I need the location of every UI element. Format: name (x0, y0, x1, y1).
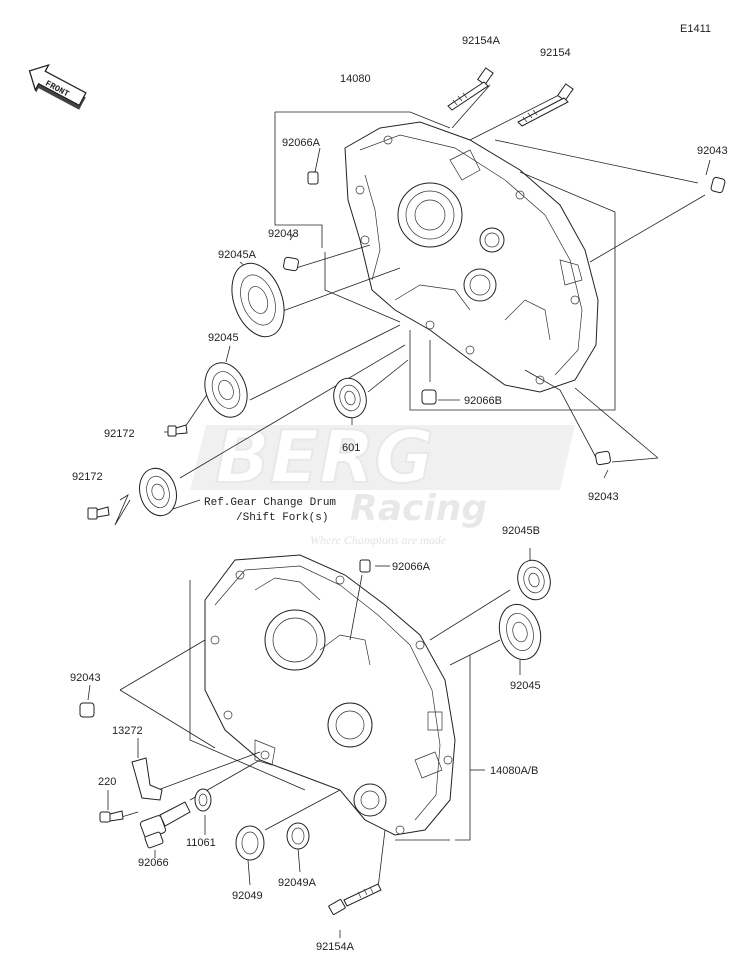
seal-92049A-icon (286, 822, 310, 850)
leader-lines (87, 84, 711, 938)
watermark-tagline: Where Champions are made (310, 533, 447, 547)
label-92049: 92049 (232, 890, 263, 902)
label-11061: 11061 (186, 837, 216, 849)
dowel-92066A-lower-icon (359, 559, 371, 573)
bearing-92045B-icon (517, 559, 551, 601)
bracket-13272-icon (131, 757, 163, 801)
label-92172-a: 92172 (104, 428, 135, 440)
dowel-92043-lower-left-icon (79, 702, 95, 718)
washer-11061-icon (194, 788, 212, 812)
bolt-92154A-bottom-icon (328, 883, 382, 915)
label-13272: 13272 (112, 725, 143, 737)
reference-note-line1: Ref.Gear Change Drum (204, 497, 336, 509)
label-92066: 92066 (138, 857, 169, 869)
watermark: BERG Racing Where Champions are made (190, 414, 575, 547)
label-92154-top: 92154 (540, 47, 571, 59)
label-14080AB: 14080A/B (490, 765, 538, 777)
bearing-92045-left-icon (204, 362, 248, 418)
bearing-92045-right-icon (498, 603, 542, 661)
dowel-92043-upper-right-icon (710, 176, 726, 194)
bearing-601-icon (333, 377, 367, 419)
upper-crankcase-14080 (344, 121, 599, 393)
dowel-92066A-top-icon (307, 171, 319, 185)
label-92154A-top: 92154A (462, 35, 501, 47)
plug-92066-icon (139, 801, 191, 849)
watermark-sub: Racing (350, 488, 487, 529)
dowel-92066B-icon (421, 389, 437, 405)
label-92066B: 92066B (464, 395, 502, 407)
label-92045-right: 92045 (510, 680, 541, 692)
label-92045A: 92045A (218, 249, 257, 261)
bolt-92172-a-icon (167, 424, 188, 437)
diagram-code: E1411 (680, 23, 711, 35)
label-601: 601 (342, 442, 360, 454)
label-14080: 14080 (340, 73, 371, 85)
dowel-92043-upper-left-icon (283, 256, 299, 272)
label-92043-mid-right: 92043 (588, 491, 619, 503)
label-92045-left: 92045 (208, 332, 239, 344)
screw-220-icon (99, 810, 124, 823)
lower-crankcase-14080AB (204, 554, 456, 836)
label-220: 220 (98, 776, 116, 788)
front-arrow-icon: FRONT (28, 64, 87, 110)
label-92066A-lower: 92066A (392, 561, 431, 573)
label-92154A-bottom: 92154A (316, 941, 355, 953)
label-92043-upper-left: 92043 (268, 228, 299, 240)
label-92066A-top: 92066A (282, 137, 321, 149)
seal-92049-icon (235, 825, 265, 861)
dowel-92043-mid-right-icon (595, 450, 611, 466)
small-parts (79, 67, 726, 915)
bolt-92154-top-icon (517, 83, 574, 127)
label-92043-upper-right: 92043 (697, 145, 728, 157)
reference-note-line2: /Shift Fork(s) (236, 512, 328, 524)
label-92049A: 92049A (278, 877, 317, 889)
bearing-shift-drum-icon (139, 467, 177, 517)
label-92045B: 92045B (502, 525, 540, 537)
bearing-92045A-icon (231, 262, 285, 338)
watermark-brand: BERG (215, 415, 434, 499)
part-labels: 92154A 92154 14080 92066A 92043 92043 92… (70, 35, 728, 953)
bolt-92172-b-icon (87, 506, 110, 520)
label-92043-lower-left: 92043 (70, 672, 101, 684)
label-92172-b: 92172 (72, 471, 103, 483)
bolt-92154A-top-icon (447, 67, 494, 111)
